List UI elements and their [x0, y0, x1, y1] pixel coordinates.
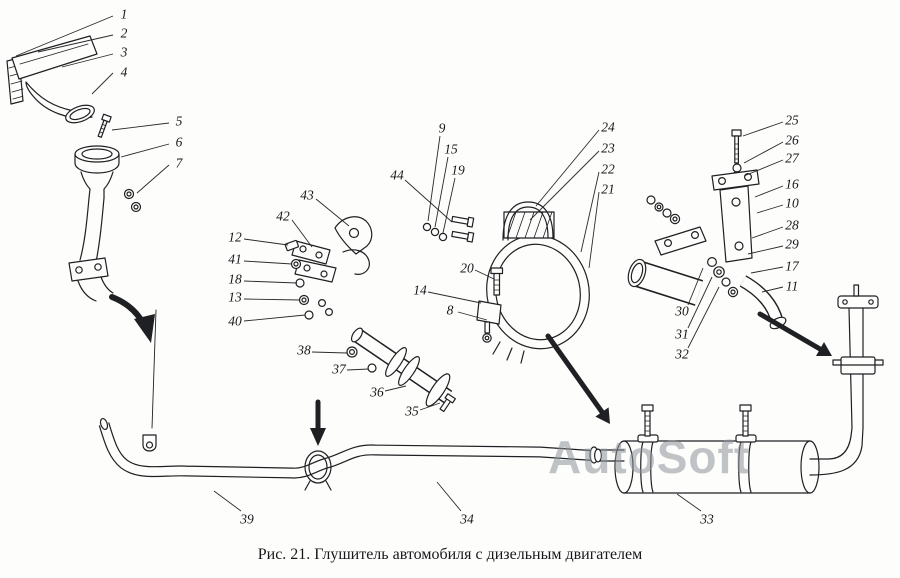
figure-caption: Рис. 21. Глушитель автомобиля с дизельны… — [257, 546, 643, 563]
watermark-text: AutoSoft — [548, 431, 751, 483]
bolt-25 — [731, 129, 742, 137]
pipe-clamp-ring — [304, 450, 332, 484]
assembly-arrow-stack — [757, 311, 832, 356]
muffler-group — [593, 404, 864, 494]
flexible-coupling-group — [346, 327, 456, 413]
inlet-flange-group — [6, 35, 98, 124]
assembly-arrow-muffler — [545, 333, 610, 424]
bolt-20 — [493, 272, 501, 296]
bolt-5 — [97, 113, 112, 138]
hanger-leader-line — [151, 309, 157, 429]
assembly-arrow-left — [109, 294, 155, 343]
bolt-35 — [439, 393, 456, 413]
center-clamp-group — [422, 201, 590, 364]
tailpipe-stack-group — [832, 284, 884, 429]
pipe-hanger — [142, 434, 157, 452]
rear-mount-group — [627, 129, 787, 330]
front-downpipe-group — [68, 113, 142, 302]
assembly-arrow-pipe-clamp — [310, 399, 326, 446]
exhaust-pipes-group — [98, 309, 601, 491]
bracket-42-43-group — [291, 216, 373, 283]
